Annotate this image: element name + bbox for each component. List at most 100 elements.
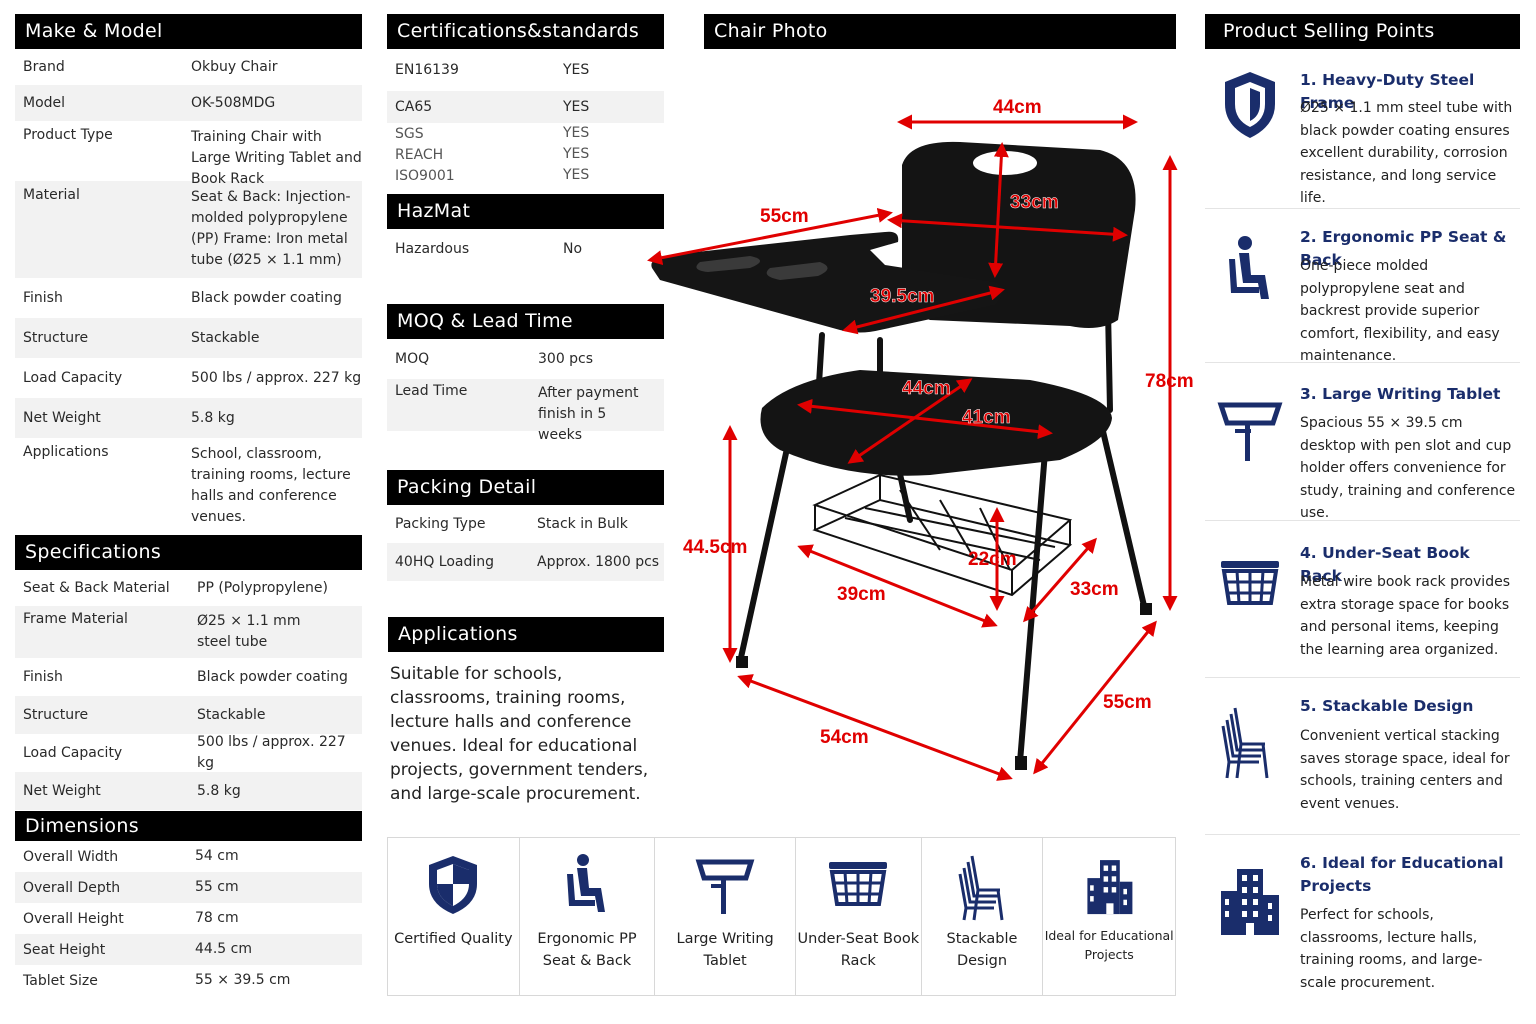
packing-row: Packing Type Stack in Bulk	[387, 505, 664, 543]
cup-holder	[766, 262, 828, 280]
packing-value: Stack in Bulk	[537, 515, 628, 532]
dimension-labels: 44cm 33cm 55cm 39.5cm 44cm 41cm 78cm 44.…	[683, 97, 1194, 748]
feature-cell: Large Writing Tablet	[655, 838, 796, 995]
selling-point-desc: Metal wire book rack provides extra stor…	[1300, 574, 1510, 658]
spec-value: Ø25 × 1.1 mm steel tube	[197, 613, 301, 650]
packing-row: 40HQ Loading Approx. 1800 pcs	[387, 543, 664, 581]
spec-key: Applications	[23, 444, 109, 460]
spec-key: Seat & Back Material	[23, 580, 170, 596]
spec-value: 500 lbs / approx. 227 kg	[191, 369, 362, 386]
packing-header: Packing Detail	[387, 470, 664, 505]
feature-cell: Under-Seat Book Rack	[796, 838, 922, 995]
applications-panel: Applications Suitable for schools, class…	[388, 617, 664, 806]
feature-label: Large Writing Tablet	[676, 931, 774, 969]
packing-value: Approx. 1800 pcs	[537, 553, 660, 570]
spec-key: Frame Material	[23, 611, 128, 627]
building-icon	[1221, 869, 1279, 935]
packing-key: Packing Type	[395, 516, 486, 532]
selling-points-panel: Product Selling Points	[1205, 14, 1520, 49]
spec-key: Overall Depth	[23, 879, 121, 896]
chair-foot	[736, 656, 748, 668]
dim-rack-width: 39cm	[837, 584, 886, 605]
feature-label: Under-Seat Book Rack	[797, 931, 920, 969]
cert-value: YES	[563, 61, 590, 78]
packing-key: 40HQ Loading	[395, 554, 495, 570]
cert-key: SGS	[395, 125, 424, 142]
selling-point-desc: Spacious 55 × 39.5 cm desktop with pen s…	[1300, 415, 1516, 521]
spec-row: Model OK-508MDG	[15, 85, 362, 121]
seated-person-icon	[1229, 236, 1269, 299]
moq-row: Lead Time After payment finish in 5 weeks	[387, 379, 664, 443]
spec-key: Finish	[23, 669, 63, 685]
selling-point: 5. Stackable Design Convenient vertical …	[1205, 678, 1520, 835]
spec-value: OK-508MDG	[191, 94, 276, 111]
chair-illustration: 44cm 33cm 55cm 39.5cm 44cm 41cm 78cm 44.…	[647, 97, 1194, 781]
selling-point-desc: Convenient vertical stacking saves stora…	[1300, 728, 1510, 812]
applications-text: Suitable for schools, classrooms, traini…	[390, 664, 649, 804]
feature-icon-strip: Certified Quality Ergonomic PP Seat & Ba…	[387, 837, 1176, 996]
spec-value: 54 cm	[195, 848, 239, 864]
spec-value: Black powder coating	[197, 668, 348, 685]
cert-key: CA65	[395, 99, 433, 115]
desk-icon	[695, 859, 755, 914]
feature-label: Ideal for Educational Projects	[1044, 928, 1174, 962]
selling-point: 3. Large Writing Tablet Spacious 55 × 39…	[1205, 363, 1520, 521]
dim-rack-depth: 33cm	[1070, 579, 1119, 600]
selling-point: 6. Ideal for Educational Projects Perfec…	[1205, 835, 1520, 997]
spec-value: 55 cm	[195, 879, 239, 895]
feature-cell: Stackable Design	[922, 838, 1044, 995]
dim-seat-depth: 41cm	[962, 407, 1011, 428]
dimensions-header: Dimensions	[15, 811, 362, 841]
cert-key: EN16139	[395, 62, 459, 78]
applications-header: Applications	[388, 617, 664, 652]
spec-key: Net Weight	[23, 410, 101, 426]
cert-value: YES	[563, 125, 590, 141]
book-rack	[812, 473, 1073, 597]
spec-row: Frame Material Ø25 × 1.1 mm steel tube	[15, 606, 362, 658]
spec-key: Load Capacity	[23, 745, 123, 761]
spec-key: Overall Height	[23, 910, 124, 927]
spec-row: Overall Depth 55 cm	[15, 872, 362, 903]
selling-point-title: 2. Ergonomic PP Seat & Back	[1300, 228, 1507, 269]
chair-foot	[1140, 603, 1152, 615]
desk-icon	[1217, 402, 1283, 461]
feature-cell: Ideal for Educational Projects	[1043, 838, 1175, 995]
moq-header: MOQ & Lead Time	[387, 304, 664, 339]
cert-row: EN16139 YES	[387, 49, 664, 91]
basket-icon	[1221, 561, 1279, 605]
spec-key: Model	[23, 95, 66, 111]
spec-value: 44.5 cm	[195, 941, 252, 957]
spec-key: Material	[23, 187, 80, 203]
dim-back-width: 44cm	[993, 97, 1042, 118]
dim-seat-height: 44.5cm	[683, 537, 747, 558]
moq-value: After payment finish in 5 weeks	[538, 385, 639, 443]
selling-point-title: 3. Large Writing Tablet	[1300, 385, 1501, 403]
shield-icon	[1225, 72, 1275, 138]
spec-value: Stackable	[191, 329, 260, 346]
certified-shield-icon	[429, 856, 478, 914]
spec-value: Black powder coating	[191, 289, 342, 306]
stacked-chairs-icon	[1221, 707, 1269, 779]
cert-value: YES	[563, 167, 590, 183]
spec-value: Stackable	[197, 706, 266, 723]
spec-key: Structure	[23, 707, 89, 723]
selling-point-title: 5. Stackable Design	[1300, 697, 1474, 715]
selling-point-desc: Ø25 × 1.1 mm steel tube with black powde…	[1300, 100, 1513, 206]
spec-value: 55 × 39.5 cm	[195, 972, 291, 988]
moq-key: Lead Time	[395, 383, 468, 399]
cert-row: SGS YES	[387, 123, 664, 144]
spec-value: Okbuy Chair	[191, 58, 278, 75]
moq-key: MOQ	[395, 351, 430, 367]
spec-value: School, classroom, training rooms, lectu…	[191, 446, 351, 525]
selling-point: 4. Under-Seat Book Rack Metal wire book …	[1205, 521, 1520, 678]
